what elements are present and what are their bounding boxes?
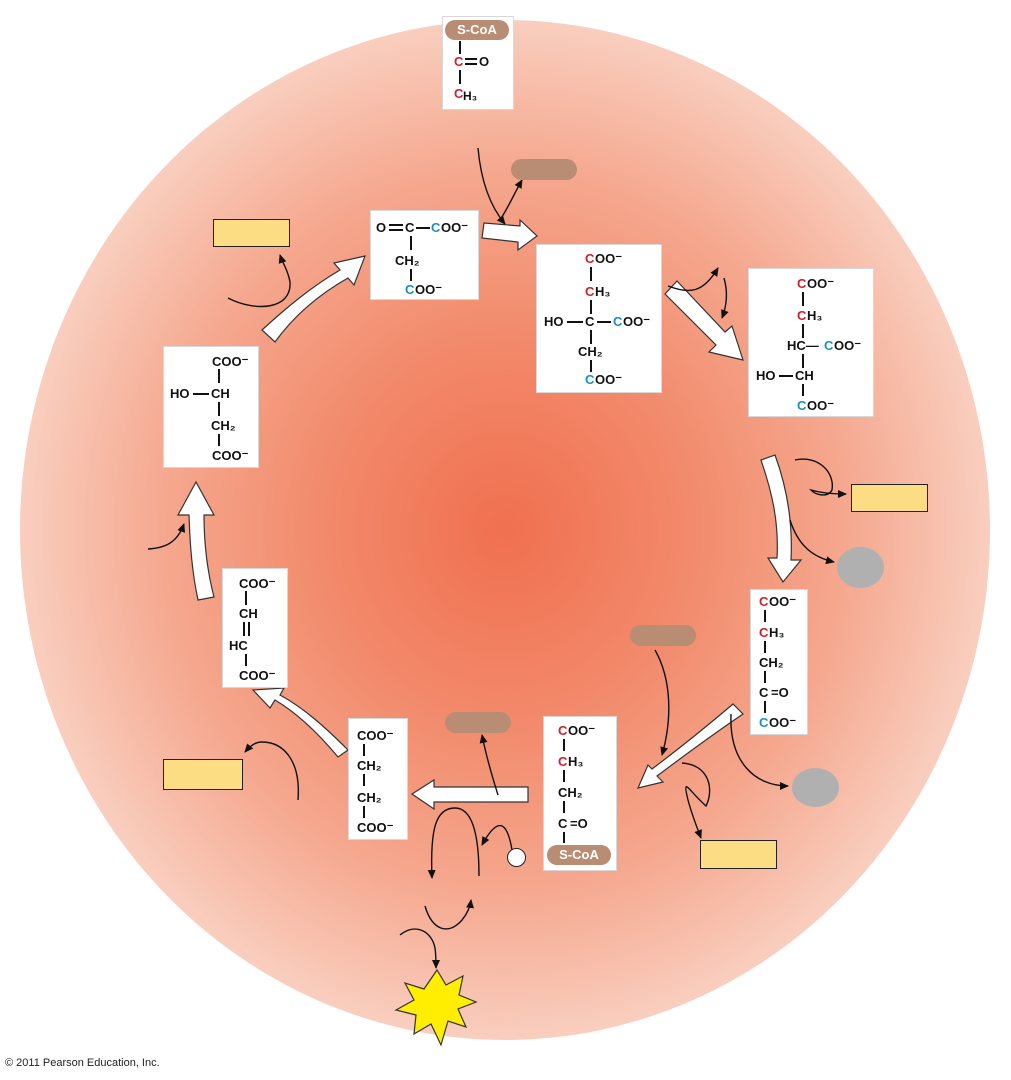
nad-in-malate-arrow [227,254,291,308]
cycle-arrow-citrate-to-isocitrate [664,280,744,361]
coa-pill-ketoglutarate [630,625,696,646]
fadh2-label-succinate [163,759,243,790]
nadh-label-ketoglutarate [700,840,777,869]
nadh-label-isocitrate [851,484,928,512]
phosphate-circle [507,848,526,867]
oxaloacetate-molecule: O C C OO⁻ CH₂ C OO⁻ [370,210,479,300]
nadh-label-malate [213,219,290,247]
alpha-ketoglutarate-molecule: C OO⁻ C H₃ CH₂ C =O C OO⁻ [750,589,808,735]
cycle-arrow-ketoglutarate-to-succinylcoa [636,703,744,789]
cycle-arrow-succinylcoa-to-succinate [410,778,529,811]
cycle-arrow-isocitrate-to-ketoglutarate [760,454,803,584]
acetyl-coa-scoa: S-CoA [445,20,509,40]
coa-release-arrow [499,179,523,221]
coa-release-succinyl-pill [445,712,511,733]
acetylcoa-entry-arrow [477,147,506,225]
cycle-arrow-succinate-to-fumarate [251,687,349,758]
coa-release-pill [511,159,577,180]
cycle-arrow-oxaloacetate-to-citrate [481,218,538,252]
coa-in-ketoglutarate-arrow [654,649,670,756]
succinate-molecule: COO⁻ CH₂ CH₂ COO⁻ [348,718,408,840]
water-in-fumarate-arrow [147,523,185,550]
atp-upper-arrow [424,899,474,930]
atp-energy-burst [394,968,478,1047]
co2-oval-ketoglutarate [792,768,839,807]
copyright-notice: © 2011 Pearson Education, Inc. [5,1057,160,1069]
fad-in-succinate-arrow [244,741,299,801]
acetyl-coa-molecule: S-CoA C O C H₃ [442,16,514,110]
gtp-loop-arrow [427,807,480,879]
coa-release-succinyl-arrow [479,734,499,796]
cycle-arrow-fumarate-to-malate [176,480,216,601]
nad-in-isocitrate-arrow [794,458,847,498]
citrate-molecule: C OO⁻ C H₃ HO C C OO⁻ CH₂ C OO⁻ [536,244,662,393]
cycle-arrow-malate-to-oxaloacetate [261,255,366,343]
fumarate-molecule: COO⁻ CH HC COO⁻ [222,568,288,688]
isocitrate-molecule: C OO⁻ C H₃ HC— C OO⁻ HO CH C OO⁻ [748,268,874,417]
water-out-arrow [721,277,729,319]
co2-release-ketoglutarate-arrow [730,713,789,790]
malate-molecule: COO⁻ HO CH CH₂ COO⁻ [163,346,259,468]
succinyl-coa-molecule: C OO⁻ C H₃ CH₂ C =O S-CoA [543,716,617,871]
nadh-out-ketoglutarate-arrow [681,762,711,839]
succinyl-coa-scoa: S-CoA [547,845,611,865]
phosphate-in-arrow [481,824,513,851]
atp-lower-arrow [399,928,440,969]
water-in-arrow [667,267,719,292]
co2-oval-isocitrate [837,547,884,588]
co2-release-isocitrate-arrow [789,519,835,565]
